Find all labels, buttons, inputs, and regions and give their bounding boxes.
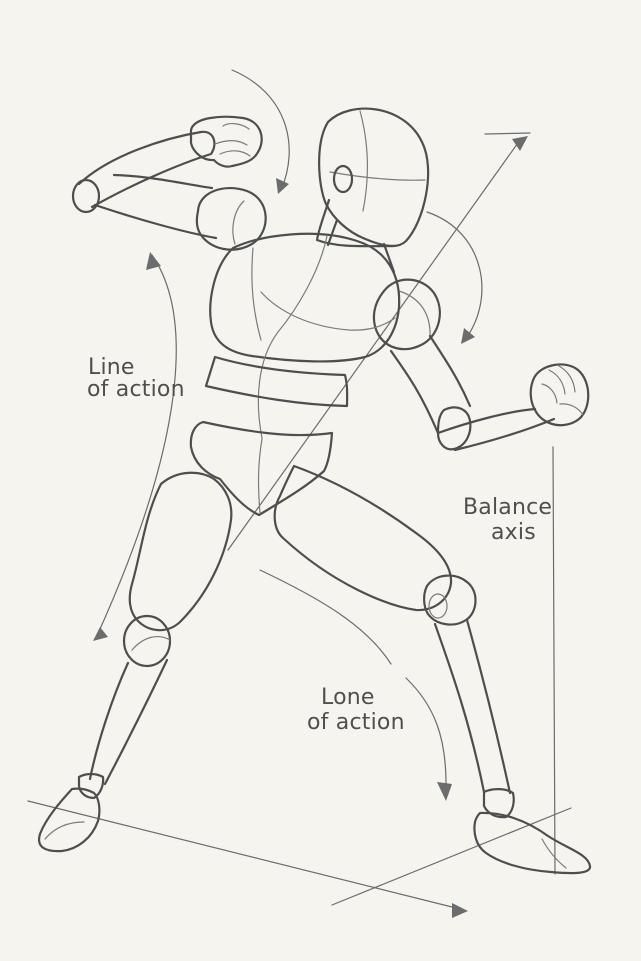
top-right-tick bbox=[484, 132, 531, 135]
labels: Line of action Balance axis Lone of acti… bbox=[87, 355, 552, 735]
torso-ribcage-contour bbox=[260, 291, 396, 331]
ground-line-right bbox=[331, 807, 572, 906]
thigh-left bbox=[128, 471, 233, 632]
upper-arm-left bbox=[77, 130, 216, 209]
head-brow-line bbox=[329, 171, 426, 181]
fist-right bbox=[529, 363, 590, 427]
line-of-action-label-bottom-1: Lone bbox=[321, 685, 375, 710]
mannequin-figure bbox=[38, 107, 592, 875]
fist-left bbox=[189, 115, 263, 168]
thigh-right bbox=[273, 464, 453, 612]
forearm-left-back bbox=[112, 173, 214, 190]
upper-arm-right bbox=[389, 334, 472, 435]
lower-action-line bbox=[259, 569, 392, 665]
upper-left-action-arrow-icon bbox=[146, 252, 161, 270]
elbow-right bbox=[436, 406, 472, 451]
ankle-left bbox=[77, 772, 105, 800]
knee-left bbox=[122, 614, 172, 668]
ear bbox=[332, 164, 354, 194]
main-action-arrow-icon bbox=[512, 136, 528, 151]
torso-outline bbox=[209, 232, 401, 363]
shoulder-left bbox=[195, 187, 267, 251]
pelvis-center-line bbox=[257, 438, 263, 514]
shin-right bbox=[433, 618, 512, 795]
top-arc-arrow-icon bbox=[276, 178, 289, 194]
shoulder-right bbox=[372, 278, 441, 351]
foot-right-sole bbox=[541, 838, 567, 869]
forearm-right bbox=[436, 407, 556, 452]
forearm-left bbox=[93, 203, 218, 240]
line-of-action-label-bottom-2: of action bbox=[307, 710, 405, 735]
shin-left bbox=[88, 658, 169, 786]
shoulder-arc-arrow-icon bbox=[461, 328, 475, 344]
foot-right bbox=[473, 811, 592, 875]
shoulder-arc-guide bbox=[426, 211, 483, 342]
line-of-action-label-top-2: of action bbox=[87, 377, 185, 402]
neck-right bbox=[382, 242, 396, 274]
neck-left bbox=[326, 218, 339, 247]
abdomen-block bbox=[204, 355, 349, 408]
elbow-left bbox=[71, 178, 101, 214]
lower-left-action-arrow-icon bbox=[93, 627, 108, 641]
foot-left-sole bbox=[44, 821, 85, 840]
shoulder-left-inner bbox=[232, 200, 245, 245]
main-action-line bbox=[227, 139, 521, 551]
head-center-line bbox=[359, 110, 368, 212]
balance-axis-label-2: axis bbox=[491, 520, 536, 545]
pelvis-block bbox=[189, 420, 334, 517]
torso-center-line bbox=[257, 235, 328, 439]
ground-line-left bbox=[27, 800, 465, 911]
upper-left-action-curve bbox=[95, 254, 177, 639]
balance-axis-label-1: Balance bbox=[463, 495, 552, 520]
fist-left-fingers bbox=[214, 123, 251, 157]
foot-left bbox=[38, 787, 101, 853]
knee-right-cap bbox=[428, 593, 448, 619]
top-arc-guide bbox=[231, 69, 290, 191]
fist-right-fingers bbox=[541, 365, 584, 416]
lower-action-curve bbox=[405, 677, 447, 791]
lower-action-arrow-icon bbox=[437, 782, 452, 801]
guides bbox=[27, 69, 572, 918]
knee-left-inner bbox=[131, 636, 171, 651]
ground-line-arrow-icon bbox=[452, 903, 468, 918]
balance-axis-line bbox=[552, 446, 556, 875]
torso-left-contour bbox=[251, 247, 262, 341]
line-of-action-label-top-1: Line bbox=[88, 355, 135, 380]
shoulder-right-inner bbox=[398, 290, 431, 338]
knee-right bbox=[423, 574, 477, 626]
head-outline bbox=[318, 107, 430, 248]
